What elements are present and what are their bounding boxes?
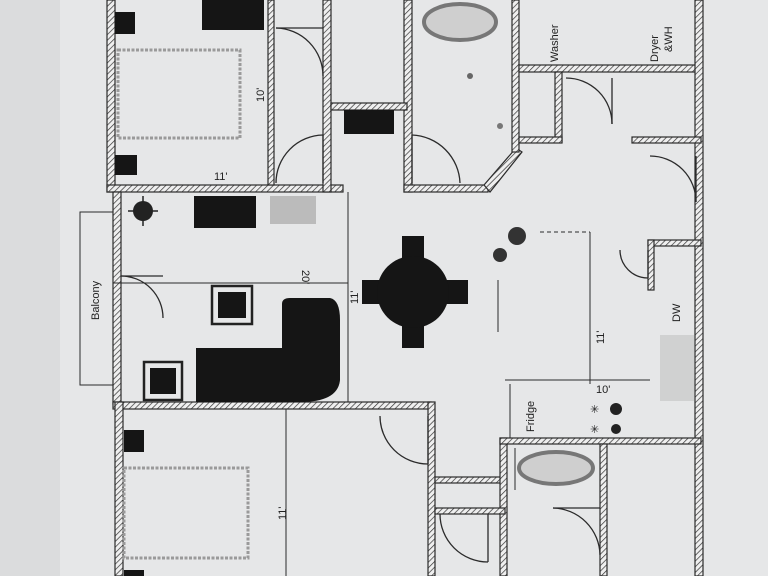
wall-bath2-top bbox=[434, 476, 506, 484]
dim-kitchen-depth: 11' bbox=[595, 330, 607, 344]
wall-laundry-closet-bottom bbox=[518, 136, 563, 144]
label-fridge: Fridge bbox=[525, 401, 537, 432]
wall-bath1-hall bbox=[330, 102, 408, 111]
wall-hall-closet-top bbox=[631, 136, 702, 144]
nightstand-1b bbox=[115, 155, 137, 175]
dim-bed1-width: 11' bbox=[214, 171, 228, 183]
label-dw: DW bbox=[671, 303, 683, 322]
dishwasher-mark bbox=[660, 335, 694, 401]
plant bbox=[270, 196, 316, 224]
dim-bed1-height: 10' bbox=[255, 88, 267, 102]
wall-kitchen-bottom bbox=[499, 437, 702, 445]
tv-stand bbox=[194, 196, 256, 228]
wall-pantry-top bbox=[647, 239, 702, 247]
dresser-1 bbox=[202, 0, 264, 30]
end-table-2-top bbox=[150, 368, 176, 394]
doors bbox=[120, 27, 697, 563]
wall-living-bottom bbox=[112, 401, 432, 410]
wall-bath2-left-inner bbox=[499, 437, 508, 576]
end-table-2 bbox=[142, 360, 184, 402]
wall-bath2-right bbox=[599, 443, 608, 576]
bed-2 bbox=[122, 466, 250, 560]
label-dryer-wh: &WH bbox=[663, 26, 675, 52]
pendant-light-2 bbox=[493, 248, 507, 262]
label-dryer: Dryer bbox=[649, 35, 661, 62]
toilet-1 bbox=[467, 73, 473, 79]
wall-bed2-right bbox=[427, 401, 436, 576]
pendant-light-1 bbox=[508, 227, 526, 245]
svg-text:✳: ✳ bbox=[590, 404, 599, 416]
label-balcony: Balcony bbox=[90, 280, 102, 320]
wall-bed2-left bbox=[114, 401, 124, 576]
label-washer: Washer bbox=[549, 24, 561, 62]
sectional-sofa bbox=[196, 298, 340, 402]
nightstand-1a bbox=[115, 12, 135, 34]
end-table-1-top bbox=[218, 292, 246, 318]
wall-bed1-closet bbox=[267, 0, 275, 186]
end-table-1 bbox=[210, 284, 254, 326]
wall-living-left bbox=[112, 191, 122, 405]
dining-table bbox=[362, 236, 468, 348]
wall-bed1-right bbox=[322, 0, 332, 193]
wall-laundry-right bbox=[694, 0, 704, 576]
wall-bath1-diagonal bbox=[483, 147, 523, 193]
dim-kitchen-width: 10' bbox=[596, 384, 610, 396]
balcony-outline bbox=[79, 211, 113, 386]
wall-laundry-bottom bbox=[518, 64, 702, 73]
vanity-1 bbox=[344, 110, 394, 134]
wall-bath2-closet-top bbox=[434, 507, 506, 515]
wall-pantry-left bbox=[647, 239, 655, 291]
wall-left-top bbox=[106, 0, 116, 193]
bathtub-2 bbox=[517, 450, 595, 486]
dim-living-length: 20' bbox=[299, 270, 311, 284]
nightstand-2b bbox=[124, 570, 144, 576]
bathtub-1 bbox=[422, 2, 498, 42]
dim-bed2-height: 11' bbox=[277, 506, 289, 520]
sink-1 bbox=[497, 123, 503, 129]
wall-bath1-right bbox=[511, 0, 520, 153]
wall-laundry-divider bbox=[554, 71, 563, 143]
wall-bath1-bottom bbox=[403, 184, 489, 193]
bed-1 bbox=[116, 48, 242, 140]
lamp-icon bbox=[128, 196, 158, 226]
wall-bed1-bottom bbox=[106, 184, 344, 193]
stove-icon: ✳ ✳ bbox=[590, 403, 622, 436]
paper-shadow-left bbox=[0, 0, 60, 576]
wall-bath1-left bbox=[403, 0, 413, 193]
svg-text:✳: ✳ bbox=[590, 424, 599, 436]
dim-living-width: 11' bbox=[349, 290, 361, 304]
nightstand-2 bbox=[124, 430, 144, 452]
